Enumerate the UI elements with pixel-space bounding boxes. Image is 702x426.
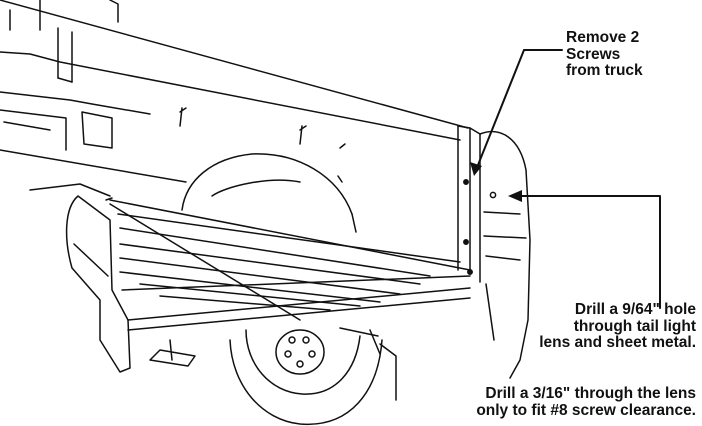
leader-lines (475, 49, 661, 309)
callout-drill-line-2: through tail light (573, 317, 696, 335)
rear-tire (229, 327, 397, 425)
callout-drill-line-1: Drill a 9/64" hole (574, 301, 696, 318)
callout-remove-screws: Remove 2 Screws from truck (566, 29, 643, 80)
left-bed-rail (65, 195, 471, 373)
bed-floor (29, 183, 471, 321)
callout-drill-line-3: lens and sheet metal. (539, 334, 696, 352)
wheel-well (181, 153, 357, 233)
callout-remove-line-2: Screws (566, 45, 621, 63)
tail-light-assembly (457, 125, 531, 379)
callout-clearance-line-1: Drill a 3/16" through the lens (485, 385, 696, 402)
callout-remove-line-3: from truck (566, 62, 643, 80)
callout-remove-line-1: Remove 2 (566, 29, 640, 46)
callout-drill-hole: Drill a 9/64" hole through tail light le… (539, 301, 696, 352)
front-bed-wall (0, 0, 469, 183)
leader-arrowheads (470, 162, 522, 202)
callout-drill-clearance: Drill a 3/16" through the lens only to f… (476, 385, 696, 419)
callout-clearance-line-2: only to fit #8 screw clearance. (476, 401, 696, 419)
